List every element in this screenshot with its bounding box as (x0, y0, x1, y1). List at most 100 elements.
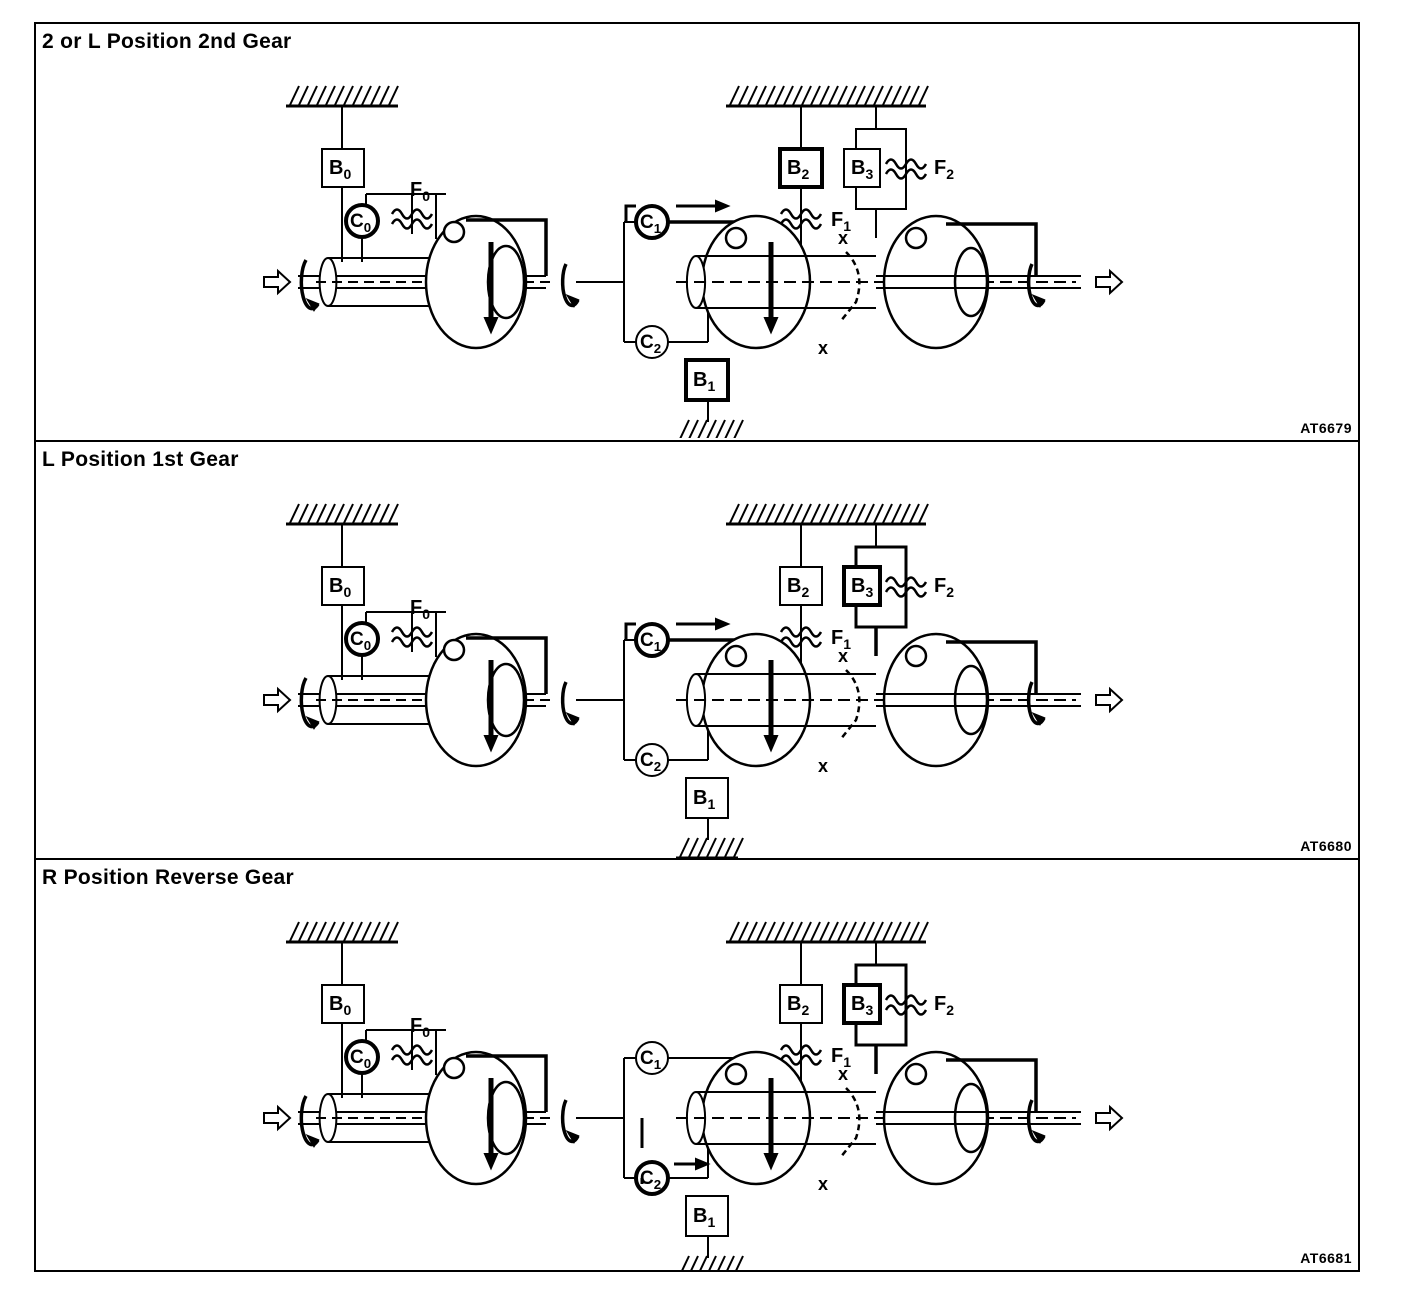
input-arrow (263, 686, 292, 714)
ground-hatch (810, 85, 821, 106)
ground-hatch (864, 921, 875, 942)
clutch-c1-label: C1 (640, 1048, 662, 1072)
overdrive-rotation-arrow (483, 1153, 499, 1171)
ground-hatch (819, 503, 830, 524)
brake-b2 (779, 566, 823, 606)
disengaged-path (839, 1087, 861, 1159)
ground-hatch (801, 85, 812, 106)
output-arrow (1095, 268, 1124, 296)
front-pinion (724, 644, 748, 668)
output-rotation-arrow (1031, 1129, 1046, 1144)
ground-hatch (909, 503, 920, 524)
intermediate-rotation-arrow (565, 1129, 580, 1144)
ground-hatch (370, 503, 381, 524)
brake-b2-label: B2 (787, 993, 809, 1018)
ground-hatch (697, 419, 708, 438)
front-pinion (724, 226, 748, 250)
ground-hatch (747, 503, 758, 524)
ground-hatch (708, 1255, 717, 1270)
ground-hatch (882, 85, 893, 106)
clutch-c2-label: C2 (640, 750, 661, 774)
c1-flow-arrow (715, 199, 731, 213)
ground-hatch (900, 85, 911, 106)
ground-hatch (738, 921, 749, 942)
clutch-c0-label: C0 (350, 211, 371, 235)
clutch-c1-label: C1 (640, 630, 662, 654)
ground-hatch (699, 1255, 708, 1270)
clutch-f2-label: F2 (934, 575, 954, 600)
ground-hatch (783, 503, 794, 524)
clutch-f1-label: F1 (831, 627, 851, 652)
ground-hatch (783, 85, 794, 106)
ground-hatch (846, 85, 857, 106)
ground-hatch (681, 1255, 690, 1270)
ground-hatch (343, 85, 354, 106)
ground-hatch (307, 503, 318, 524)
ground-hatch (873, 503, 884, 524)
c1-path-arrow (624, 622, 636, 640)
ground-hatch (697, 837, 708, 858)
figure-code: AT6681 (1300, 1250, 1352, 1266)
output-arrow (1095, 686, 1124, 714)
ground-hatch (334, 503, 345, 524)
brake-b2-label: B2 (787, 575, 809, 600)
ground-hatch (334, 921, 345, 942)
ground-hatch (715, 419, 726, 438)
clutch-c0-label: C0 (350, 1047, 371, 1071)
ground-hatch (679, 837, 690, 858)
ground-hatch (717, 1255, 726, 1270)
ground-hatch (801, 503, 812, 524)
ground-hatch (343, 503, 354, 524)
ground-hatch (819, 85, 830, 106)
brake-b3 (842, 983, 882, 1025)
ground-hatch (837, 503, 848, 524)
ground-hatch (289, 85, 300, 106)
figure-code: AT6679 (1300, 420, 1352, 436)
ground-hatch (846, 921, 857, 942)
ground-hatch (370, 921, 381, 942)
brake-b3 (842, 565, 882, 607)
panel-title: R Position Reverse Gear (42, 866, 294, 889)
ground-hatch (726, 1255, 735, 1270)
rear-ring (953, 246, 989, 318)
figure-code: AT6680 (1300, 838, 1352, 854)
ground-hatch (706, 419, 717, 438)
ground-hatch (316, 921, 327, 942)
ground-hatch (738, 503, 749, 524)
ground-hatch (783, 921, 794, 942)
ground-hatch (774, 921, 785, 942)
ground-hatch (334, 85, 345, 106)
output-drum-link (946, 1058, 1038, 1112)
ground-hatch (738, 85, 749, 106)
ground-hatch (688, 837, 699, 858)
ground-hatch (307, 85, 318, 106)
ground-hatch (343, 921, 354, 942)
overdrive-rotation-arrow (483, 317, 499, 335)
input-rotation-arrow (305, 715, 320, 730)
clutch-c2-label: C2 (640, 332, 661, 356)
intermediate-rotation-arrow (565, 711, 580, 726)
ground-hatch (388, 503, 399, 524)
ground-hatch (729, 85, 740, 106)
front-rotation-arrow (763, 317, 779, 335)
ground-hatch (756, 503, 767, 524)
ground-hatch (873, 85, 884, 106)
output-rotation-arrow (1031, 293, 1046, 308)
brake-b1 (685, 777, 729, 819)
ground-hatch (792, 503, 803, 524)
brake-b2 (779, 984, 823, 1024)
ground-hatch (810, 503, 821, 524)
ground-hatch (855, 503, 866, 524)
ground-hatch (774, 503, 785, 524)
ground-hatch (325, 85, 336, 106)
panel-title: 2 or L Position 2nd Gear (42, 30, 292, 53)
front-pinion (724, 1062, 748, 1086)
ground-hatch (688, 419, 699, 438)
clutch-f0-label: F0 (410, 179, 430, 204)
